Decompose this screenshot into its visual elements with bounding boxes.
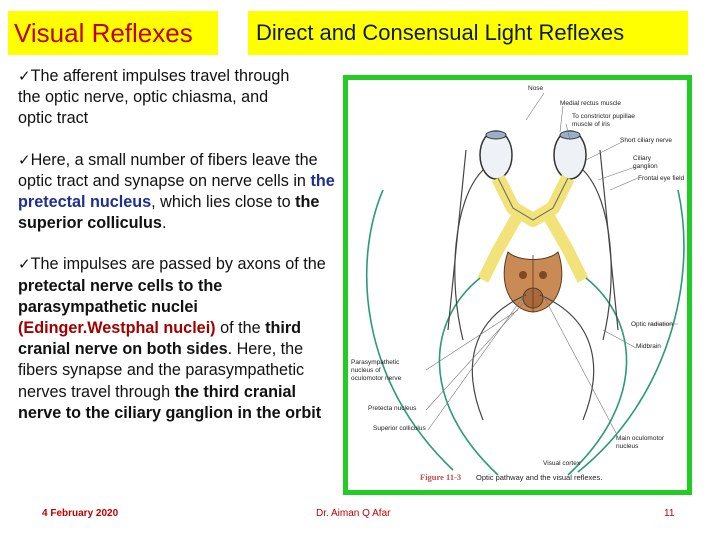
figure-caption-number: Figure 11-3 (420, 472, 461, 482)
bullet-3-ciliary: the third cranial nerve to the ciliary g… (18, 382, 322, 422)
bullet-3-pretectal: pretectal nerve cells to the parasympath… (18, 276, 223, 316)
label-visual-cortex: Visual cortex (543, 460, 581, 467)
bullet-2-text-e: . (161, 214, 167, 233)
label-parasymp-3: oculomotor nerve (351, 375, 402, 382)
bullet-3-text-f: . Here, the fibers synapse and the paras… (18, 340, 305, 401)
bullet-2-text-a: Here, a small number of fibers leave the… (18, 150, 318, 190)
slide-title-right-text: Direct and Consensual Light Reflexes (256, 20, 625, 45)
footer-date: 4 February 2020 (42, 508, 119, 519)
slide-title-right: Direct and Consensual Light Reflexes (248, 11, 688, 55)
bullet-2-pretectal: the pretectal nucleus (18, 171, 335, 212)
checkmark-icon: ✓ (18, 67, 31, 85)
label-leaders (425, 92, 678, 434)
right-eye (553, 130, 587, 180)
footer-author: Dr. Aiman Q Afar (316, 508, 391, 519)
label-superior-colliculus: Superior colliculus (373, 425, 426, 432)
checkmark-icon: ✓ (18, 255, 31, 274)
bullet-list: ✓The afferent impulses travel through th… (18, 66, 343, 444)
label-ciliary-ganglion-1: Ciliary (633, 155, 652, 162)
label-optic-radiation: Optic radiation (631, 321, 673, 328)
label-midbrain: Midbrain (636, 343, 661, 350)
bullet-3: ✓The impulses are passed by axons of the… (18, 254, 343, 424)
footer-page-number: 11 (664, 508, 675, 519)
label-main-oculomotor-2: nucleus (616, 443, 639, 450)
label-constrictor-1: To constrictor pupillae (572, 113, 635, 120)
midbrain (503, 251, 563, 313)
bullet-1-text-b: the optic nerve, optic chiasma, (18, 88, 237, 107)
bullet-3-text-a: The impulses are passed by axons of the (30, 255, 326, 274)
optic-chiasma (477, 174, 589, 283)
optic-pathway-diagram: Nose Medial rectus muscle To constrictor… (351, 85, 685, 482)
bullet-1-text-c: and (236, 88, 269, 107)
bullet-1-text-d: optic tract (18, 109, 89, 128)
bullet-1-text-a: The afferent impulses travel through (30, 67, 290, 85)
label-short-ciliary: Short ciliary nerve (620, 137, 672, 144)
bullet-2-colliculus: the superior colliculus (18, 193, 320, 233)
label-nose: Nose (528, 85, 544, 92)
bullet-2: ✓Here, a small number of fibers leave th… (18, 150, 343, 235)
checkmark-icon: ✓ (18, 150, 31, 169)
label-ciliary-ganglion-2: ganglion (633, 163, 658, 170)
label-constrictor-2: muscle of iris (572, 121, 611, 128)
bullet-3-edinger: (Edinger.Westphal nuclei) (18, 319, 216, 338)
slide-title-left-text: Visual Reflexes (14, 17, 193, 48)
label-frontal-eye: Frontal eye field (638, 175, 685, 182)
label-parasymp-2: nucleus of (351, 367, 381, 374)
visual-pathway (365, 189, 685, 476)
figure-frame: Nose Medial rectus muscle To constrictor… (343, 75, 692, 495)
slide-title-left: Visual Reflexes (8, 11, 218, 55)
bullet-3-third-nerve: third cranial nerve on both sides (18, 319, 302, 359)
figure-caption-text: Optic pathway and the visual reflexes. (476, 473, 602, 482)
label-pretectal: Pretecta nucleus (368, 405, 417, 412)
label-parasymp-1: Parasympathetic (351, 359, 400, 366)
label-main-oculomotor-1: Main oculomotor (616, 435, 665, 442)
bullet-3-text-d: of the (215, 319, 266, 338)
left-eye (479, 130, 513, 180)
bullet-1: ✓The afferent impulses travel through th… (18, 66, 343, 130)
label-medial-rectus: Medial rectus muscle (560, 100, 621, 107)
oculomotor-pathways (447, 149, 619, 421)
bullet-2-text-c: , which lies close to (151, 193, 296, 212)
